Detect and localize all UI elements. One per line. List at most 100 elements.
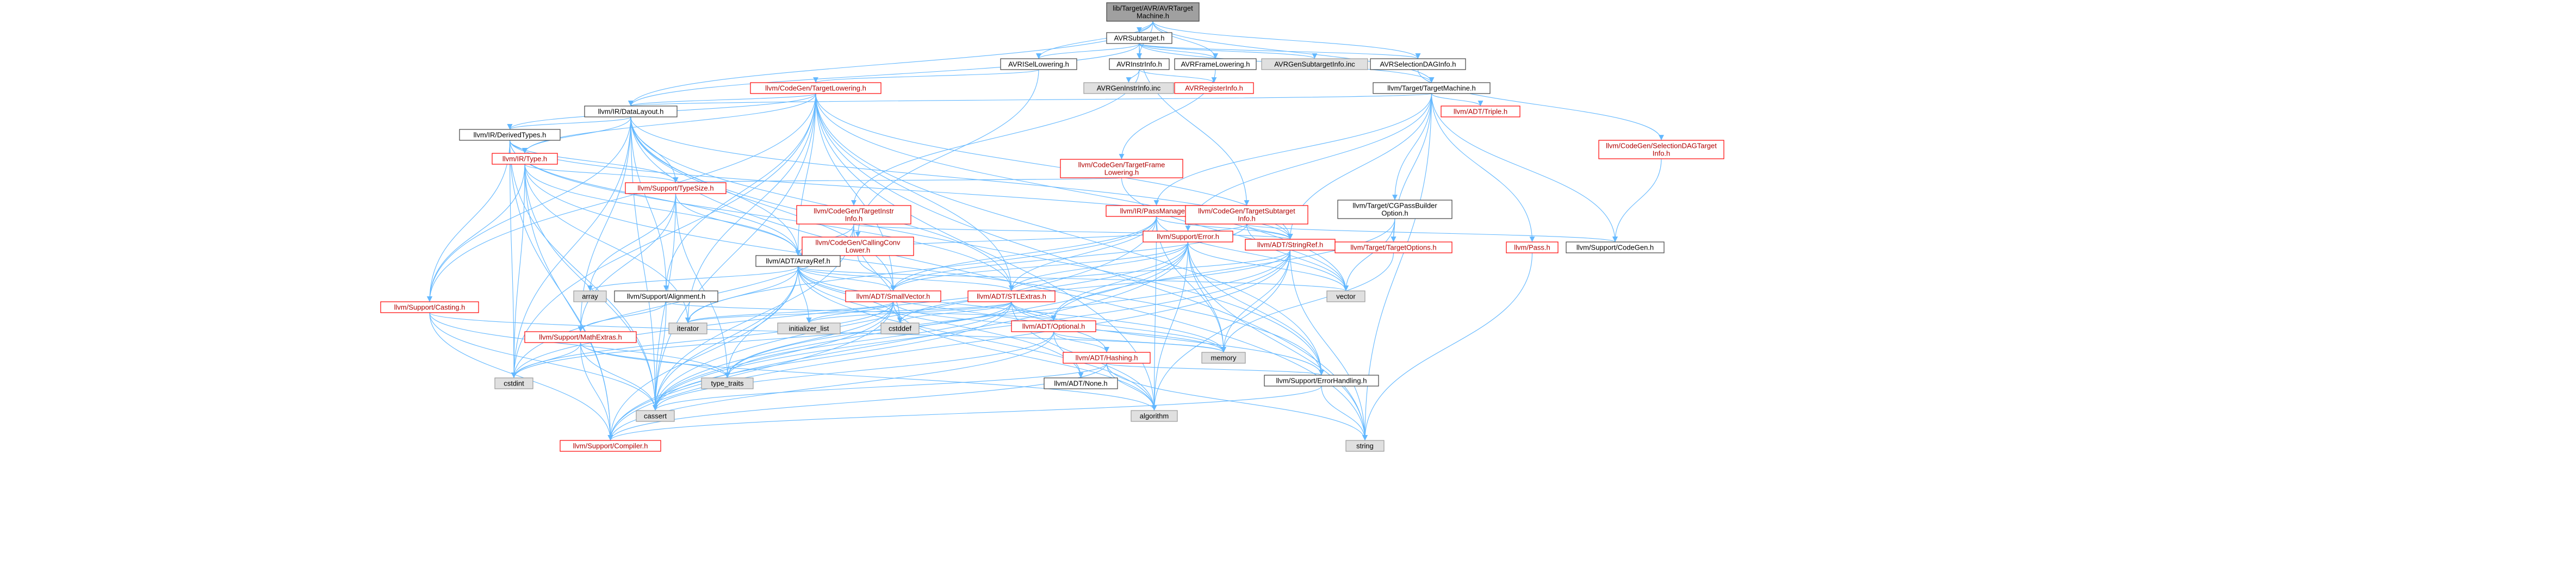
node-box — [1131, 410, 1178, 422]
edge-line — [890, 241, 1189, 291]
node-label: llvm/Support/ErrorHandling.h — [1276, 377, 1367, 385]
node-label: llvm/IR/DerivedTypes.h — [474, 131, 547, 139]
node-supportalignment[interactable]: llvm/Support/Alignment.h — [614, 290, 718, 302]
node-supportcodegen[interactable]: llvm/Support/CodeGen.h — [1566, 241, 1665, 253]
node-avrregisterinfo[interactable]: AVRRegisterInfo.h — [1174, 82, 1254, 94]
node-typesize[interactable]: llvm/Support/TypeSize.h — [625, 182, 727, 194]
edge-errorhandling-to-string — [1321, 386, 1368, 441]
edge-line — [1362, 252, 1533, 441]
node-triple[interactable]: llvm/ADT/Triple.h — [1441, 105, 1520, 117]
edge-smallvector-to-compiler — [607, 301, 894, 441]
node-box — [1106, 2, 1200, 22]
edge-targetlowering-to-stlextras — [815, 93, 1014, 291]
edge-derivedtypes-to-stlextras — [509, 140, 1014, 291]
node-box — [1566, 241, 1665, 253]
node-passmanager[interactable]: llvm/IR/PassManager.h — [1106, 205, 1207, 217]
edge-optional-to-cassert — [653, 331, 1054, 411]
node-cstddef: cstddef — [880, 322, 920, 334]
edge-line — [1009, 241, 1189, 291]
node-avrsubtarget[interactable]: AVRSubtarget.h — [1106, 32, 1172, 44]
node-targetlowering[interactable]: llvm/CodeGen/TargetLowering.h — [750, 82, 882, 94]
node-box — [668, 322, 707, 334]
edge-stringref-to-compiler — [607, 250, 1291, 441]
node-stringref[interactable]: llvm/ADT/StringRef.h — [1245, 239, 1336, 251]
edge-line — [653, 93, 816, 411]
node-smallvector[interactable]: llvm/ADT/SmallVector.h — [845, 290, 941, 302]
node-label: Info.h — [845, 215, 863, 223]
edge-line — [524, 164, 613, 441]
edge-seldaginfo-to-supportcodegen — [1612, 158, 1662, 243]
edge-line — [1156, 216, 1293, 240]
edge-pass-to-string — [1362, 252, 1533, 441]
node-avrframelowering[interactable]: AVRFrameLowering.h — [1174, 58, 1257, 70]
edge-line — [797, 266, 812, 324]
edge-targetlowering-to-cassert — [653, 93, 816, 411]
edge-derivedtypes-to-irtype — [509, 140, 527, 154]
node-errorhandling[interactable]: llvm/Support/ErrorHandling.h — [1264, 375, 1379, 387]
node-label: AVRGenInstrInfo.inc — [1097, 84, 1161, 92]
edge-line — [674, 177, 1122, 183]
edge-avrsubtarget-to-targetsubtargetinfo — [1139, 43, 1250, 206]
node-vector: vector — [1326, 290, 1365, 302]
node-targetmachine[interactable]: llvm/Target/TargetMachine.h — [1373, 82, 1491, 94]
edge-line — [1321, 386, 1368, 441]
node-compiler[interactable]: llvm/Support/Compiler.h — [560, 440, 661, 452]
edge-line — [1137, 21, 1153, 33]
node-avrselectiondaginfo[interactable]: AVRSelectionDAGInfo.h — [1370, 58, 1466, 70]
node-label: AVRSelectionDAGInfo.h — [1380, 60, 1456, 69]
node-none[interactable]: llvm/ADT/None.h — [1044, 377, 1118, 389]
edge-line — [580, 342, 613, 441]
edge-line — [1246, 223, 1618, 243]
node-label: AVRGenSubtargetInfo.inc — [1274, 60, 1355, 69]
edge-datalayout-to-smallvector — [630, 116, 896, 291]
node-derivedtypes[interactable]: llvm/IR/DerivedTypes.h — [459, 129, 561, 141]
node-label: llvm/CodeGen/TargetFrame — [1078, 161, 1165, 169]
edge-line — [630, 116, 1368, 441]
node-box — [1441, 105, 1520, 117]
node-label: llvm/ADT/Hashing.h — [1076, 354, 1138, 362]
edge-targetlowering-to-irtype — [522, 93, 816, 154]
edge-derivedtypes-to-supportcasting — [427, 140, 511, 302]
node-label: AVRISelLowering.h — [1008, 60, 1069, 69]
node-optional[interactable]: llvm/ADT/Optional.h — [1011, 320, 1096, 332]
node-box — [967, 290, 1056, 302]
node-avrisellowering[interactable]: AVRISelLowering.h — [1000, 58, 1077, 70]
node-supporterror[interactable]: llvm/Support/Error.h — [1143, 231, 1233, 243]
edge-stlextras-to-errorhandling — [1011, 301, 1324, 376]
edge-targetmachine-to-triple — [1431, 93, 1483, 107]
node-avrinstrinfo[interactable]: AVRInstrInfo.h — [1109, 58, 1170, 70]
node-box — [1337, 200, 1453, 219]
edge-targetlowering-to-supportalignment — [663, 93, 816, 291]
node-box — [1000, 58, 1077, 70]
node-box — [1345, 440, 1385, 452]
node-datalayout[interactable]: llvm/IR/DataLayout.h — [584, 105, 678, 117]
node-mathextras[interactable]: llvm/Support/MathExtras.h — [524, 331, 637, 343]
node-arrayref[interactable]: llvm/ADT/ArrayRef.h — [755, 255, 841, 267]
node-targetoptions[interactable]: llvm/Target/TargetOptions.h — [1334, 241, 1453, 253]
edge-supporterror-to-algorithm — [1151, 241, 1189, 411]
edge-stringref-to-type_traits — [724, 250, 1291, 378]
edge-line — [628, 93, 816, 107]
node-irtype[interactable]: llvm/IR/Type.h — [492, 153, 558, 165]
edge-line — [524, 164, 679, 183]
node-supportcasting[interactable]: llvm/Support/Casting.h — [380, 301, 479, 313]
edge-line — [815, 93, 1157, 411]
node-label: llvm/CodeGen/TargetSubtarget — [1198, 207, 1295, 215]
node-pass[interactable]: llvm/Pass.h — [1506, 241, 1559, 253]
node-box — [573, 290, 607, 302]
edge-passmanager-to-iterator — [685, 216, 1157, 324]
node-box — [1063, 352, 1151, 364]
node-hashing[interactable]: llvm/ADT/Hashing.h — [1063, 352, 1151, 364]
node-label: llvm/ADT/SmallVector.h — [856, 293, 930, 301]
node-label: llvm/ADT/None.h — [1054, 380, 1107, 388]
edge-mathextras-to-type_traits — [580, 342, 730, 378]
node-stlextras[interactable]: llvm/ADT/STLExtras.h — [967, 290, 1056, 302]
edge-line — [578, 193, 676, 332]
